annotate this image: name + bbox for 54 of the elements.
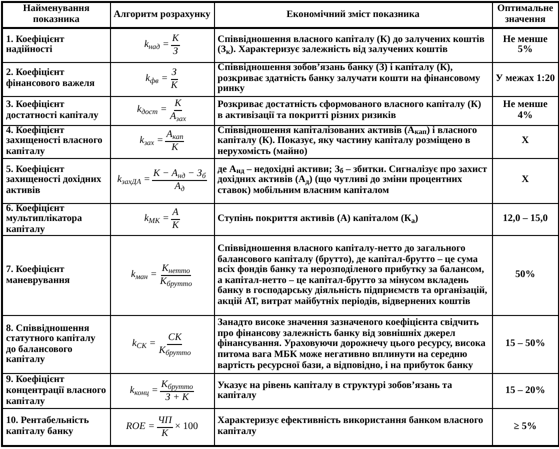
indicator-name: 8. Співвідношення статутного капіталу до балансового капіталу bbox=[2, 316, 110, 374]
numerator: СК bbox=[167, 332, 182, 346]
column-header: Оптимальне значення bbox=[492, 2, 559, 28]
indicator-name: 3. Коефіцієнт достатності капіталу bbox=[2, 96, 110, 125]
indicator-description: Співвідношення власного капіталу (К) до залучених коштів (З$_{к}$). Характеризує залежність від залучених коштів bbox=[218, 34, 485, 56]
formula-lhs: k$_{над}$ = bbox=[144, 40, 170, 51]
indicator-description: Співвідношення власного капіталу-нетто до загального балансового капіталу (брутто), де капітал-брутто – це сума всіх фондів банку та нерозподіленого прибутку за балансом, а капітал-нетто – це капітал-брутто за мінусом вкладень банку в господарську діяльність підприємств та організацій, акцій АТ, витрат майбутніх періодів, відвернених коштів bbox=[218, 243, 488, 307]
numerator: К − А$_{нд}$ − З$_{б}$ bbox=[152, 168, 207, 181]
indicator-name: 5. Коефіцієнт захищеності дохідних активів bbox=[2, 158, 110, 203]
denominator: К bbox=[170, 142, 180, 154]
formula-lhs: k$_{зах}$ = bbox=[140, 136, 164, 147]
indicator-description: Занадто високе значення зазначеного коефіцієнта свідчить про фінансову залежність банку від зовнішніх джерел фінансування. Ураховуючи дорожнечу цього ресурсу, висока питома вага МБК може негативно вплинути на середню вартість ресурсної бази, а відповідно, і на прибуток банку bbox=[218, 317, 486, 371]
indicator-description: Розкриває достатність сформованого власного капіталу (К) в активізації та покритті різних ризиків bbox=[218, 98, 482, 120]
indicator-name: 6. Коефіцієнт мультиплікатора капіталу bbox=[2, 203, 110, 236]
formula-lhs: k$_{ман}$ = bbox=[131, 270, 157, 282]
denominator: К bbox=[170, 80, 178, 92]
indicator-description: Ступінь покриття активів (А) капіталом (К$_{а}$) bbox=[218, 213, 418, 224]
numerator: К bbox=[174, 98, 182, 111]
numerator: К$_{брутто}$ bbox=[160, 378, 194, 392]
indicator-name: 9. Коефіцієнт концентрації власного капіталу bbox=[2, 374, 110, 409]
denominator: К bbox=[160, 428, 170, 440]
indicator-name: 2. Коефіцієнт фінансового важеля bbox=[2, 62, 110, 96]
formula-lhs: k$_{МК}$ = bbox=[144, 214, 170, 225]
denominator: А$_{зах}$ bbox=[168, 111, 188, 123]
indicator-description: Співвідношення зобов’язань банку (З) і капіталу (К), розкриває здатність банку залучати кошти на фінансовому ринку bbox=[218, 62, 480, 94]
denominator: К$_{брутто}$ bbox=[158, 276, 193, 288]
formula-lhs: ROE = bbox=[126, 422, 155, 432]
numerator: ЧП bbox=[156, 414, 173, 428]
numerator: А$_{кап}$ bbox=[165, 129, 184, 142]
numerator: А bbox=[171, 206, 180, 220]
indicator-description: Указує на рівень капіталу в структурі зобов’язань та капіталу bbox=[218, 380, 452, 402]
formula-lhs: k$_{фв}$ = bbox=[146, 74, 168, 84]
formula-lhs: k$_{СК}$ = bbox=[132, 339, 156, 350]
formula-lhs: k$_{конц}$ = bbox=[130, 386, 158, 397]
denominator: К$_{брутто}$ bbox=[158, 345, 192, 358]
formula-lhs: k$_{захДА}$ = bbox=[117, 175, 150, 186]
denominator: З + К bbox=[164, 392, 190, 404]
numerator: К bbox=[171, 32, 180, 46]
denominator: К bbox=[171, 220, 180, 232]
column-header: Економічний зміст показника bbox=[214, 2, 492, 28]
indicator-name: 7. Коефіцієнт маневрування bbox=[2, 236, 110, 316]
indicator-description: Співвідношення капіталізованих активів (А$_{кап}$) і власного капіталу (К). Показує, яку частину капіталу розміщено в нерухомість (майно) bbox=[218, 124, 477, 157]
denominator: А$_{д}$ bbox=[174, 181, 186, 193]
formula-multiplier: × 100 bbox=[174, 422, 198, 432]
column-header: Найменування показника bbox=[2, 2, 110, 28]
denominator: З bbox=[172, 46, 179, 58]
indicator-name: 1. Коефіцієнт надійності bbox=[2, 28, 110, 62]
formula-lhs: k$_{дост}$ = bbox=[136, 105, 167, 116]
column-header: Алгоритм розрахунку bbox=[110, 2, 214, 28]
indicator-description: Характеризує ефективність використання банком власного капіталу bbox=[218, 415, 484, 438]
indicator-name: 4. Коефіцієнт захищеності власного капіталу bbox=[2, 125, 110, 158]
numerator: З bbox=[170, 66, 178, 80]
indicator-description: де А$_{нд}$ – недохідні активи; З$_{б}$ – збитки. Сигналізує про захист дохідних активів (А$_{д}$) (що чутливі до зміни процентних ставок) мобільним власним капіталом bbox=[218, 164, 488, 196]
numerator: К$_{нетто}$ bbox=[160, 263, 192, 276]
